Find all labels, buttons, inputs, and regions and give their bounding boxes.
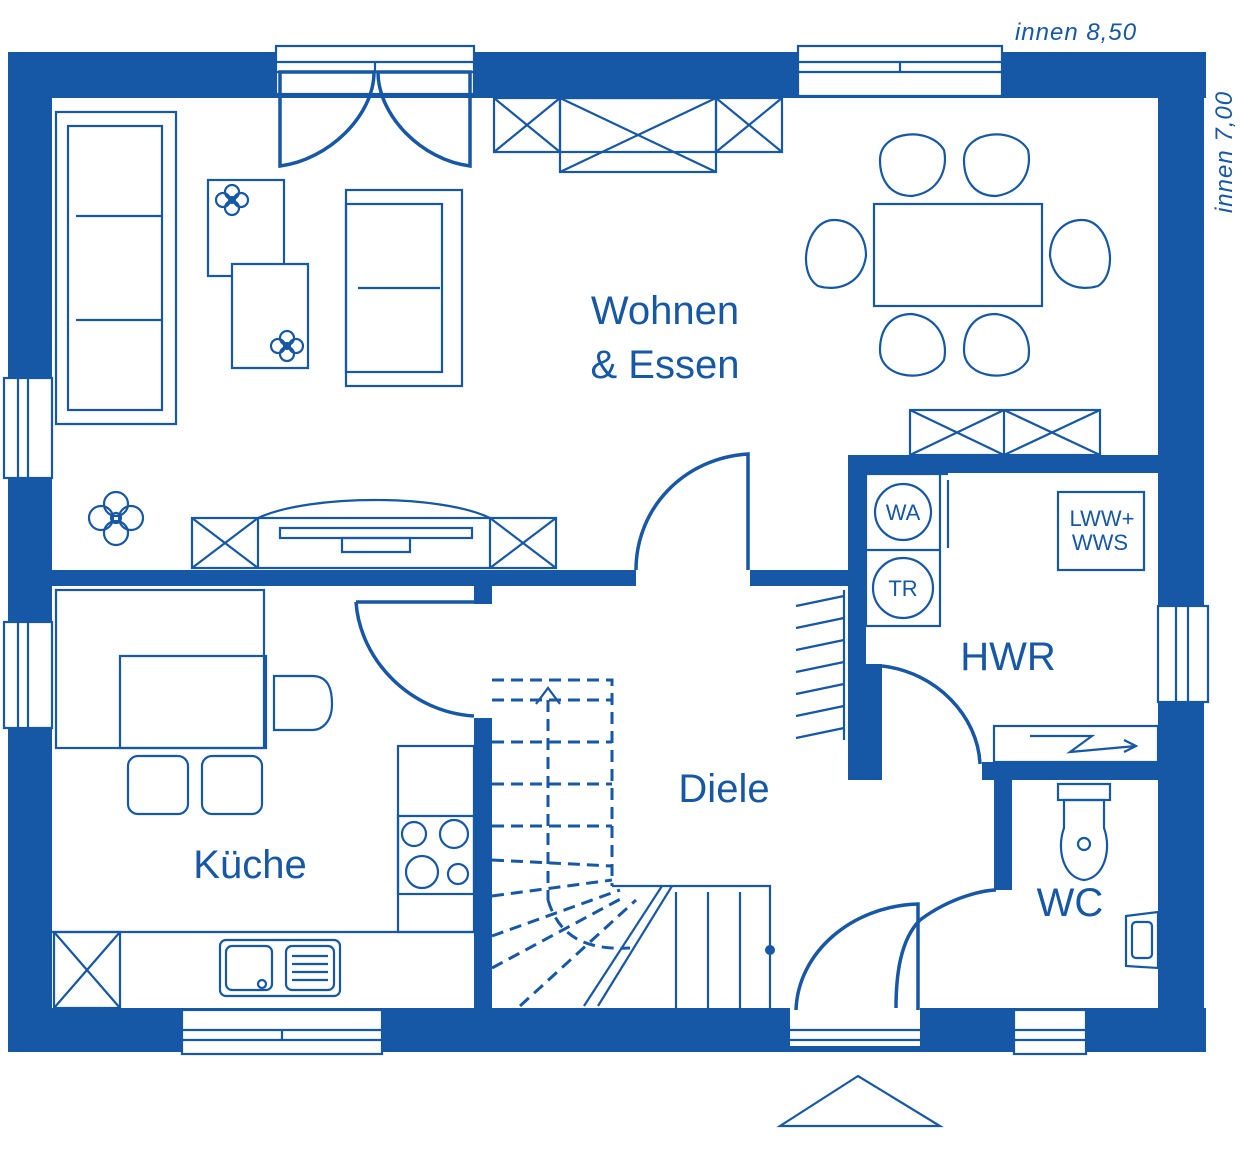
- hvac-label-line1: LWW+: [1070, 506, 1135, 531]
- wc-fixtures: [1056, 782, 1160, 970]
- staircase: [491, 678, 775, 1008]
- entrance-marker: [776, 1074, 944, 1128]
- room-label-essen: & Essen: [591, 343, 740, 387]
- room-label-kueche: Küche: [193, 843, 306, 887]
- living-furniture: [54, 96, 1112, 570]
- room-label-wc: WC: [1037, 881, 1104, 925]
- outer-walls: [8, 52, 1206, 1052]
- hvac-label-line2: WWS: [1072, 530, 1128, 555]
- room-label-hwr: HWR: [960, 635, 1056, 679]
- interior-walls: [52, 455, 1158, 1010]
- utility-appliances: [864, 472, 1160, 764]
- washer-label: WA: [886, 500, 921, 525]
- kitchen-furniture: [52, 588, 476, 1010]
- room-label-diele: Diele: [678, 767, 769, 811]
- plant-icon: [87, 183, 305, 547]
- room-label-wohnen: Wohnen: [591, 289, 739, 333]
- dryer-label: TR: [888, 576, 917, 601]
- dimension-width: innen 8,50: [1015, 19, 1137, 46]
- doors: [278, 70, 997, 1011]
- dimension-depth: innen 7,00: [1211, 91, 1238, 213]
- coat-rack: [795, 590, 846, 740]
- openings: [2, 44, 1210, 1056]
